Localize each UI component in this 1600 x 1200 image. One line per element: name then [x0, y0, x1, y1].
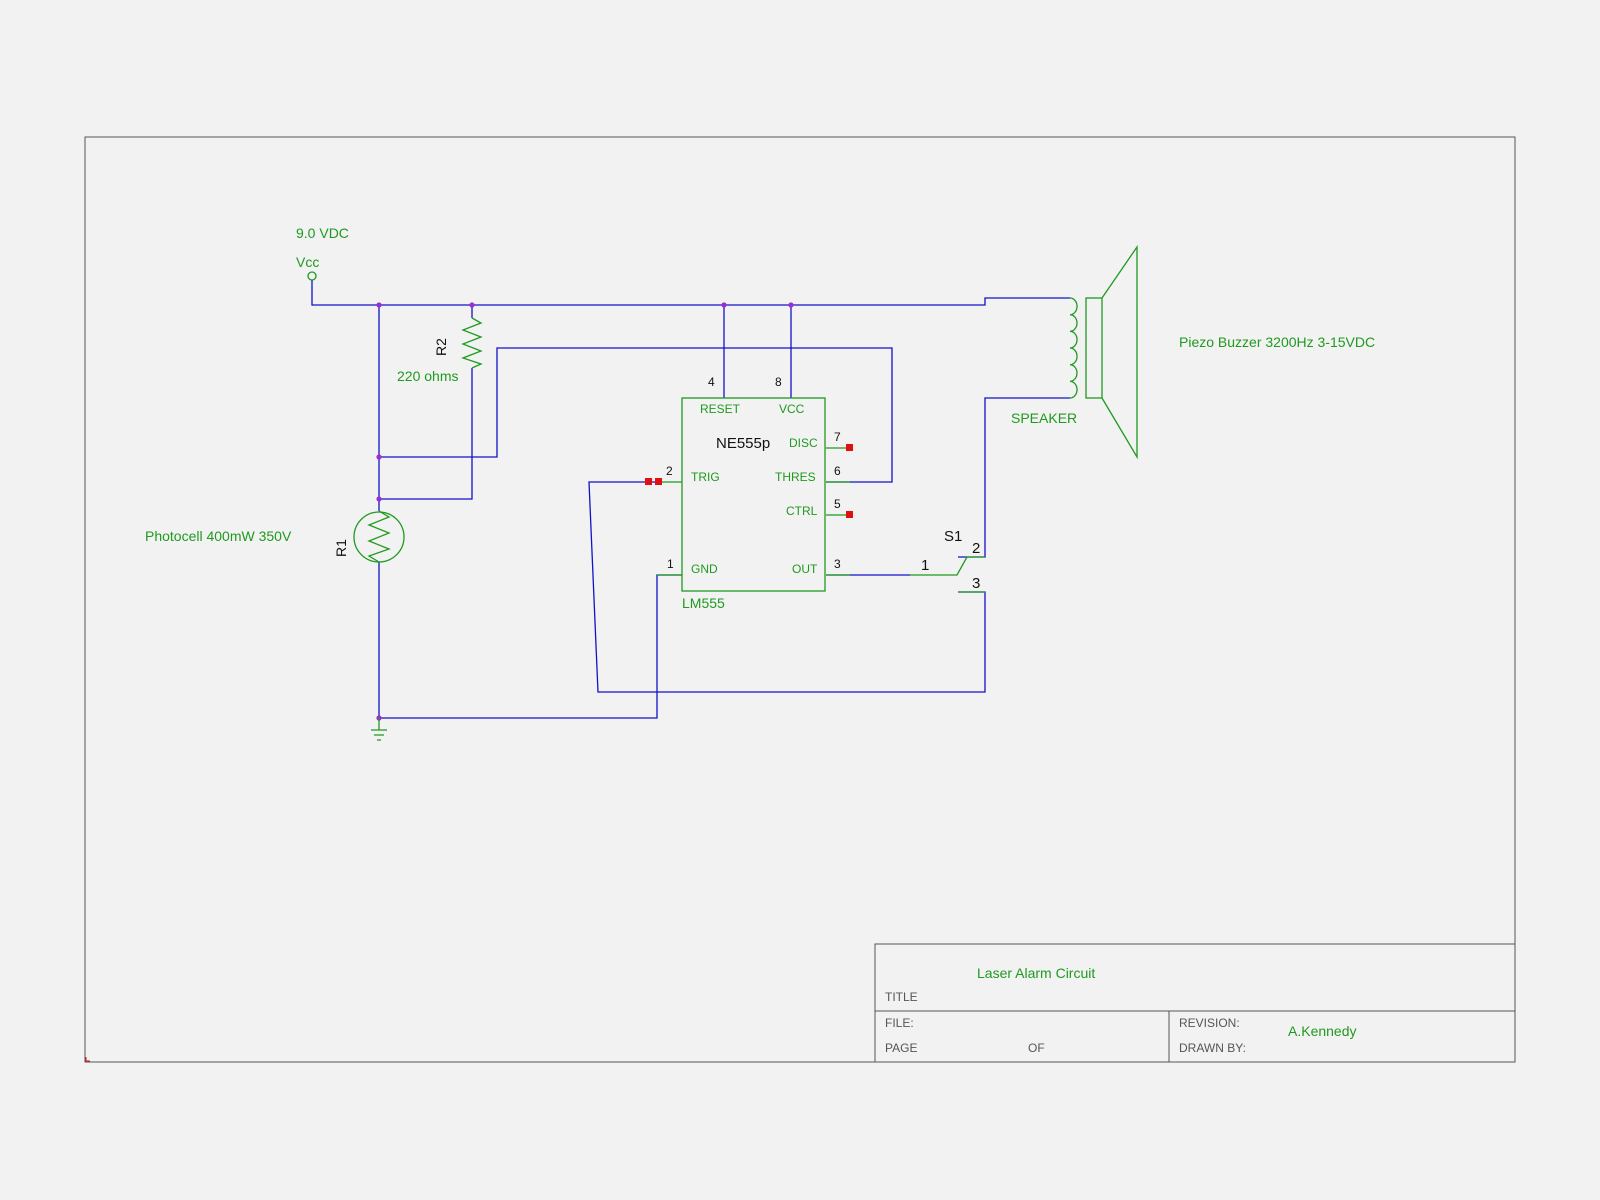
ground-symbol-icon: [371, 718, 387, 741]
drawn-by-label: DRAWN BY:: [1179, 1041, 1246, 1055]
file-label: FILE:: [885, 1016, 914, 1030]
switch-pin-number: 3: [972, 575, 980, 592]
pin-label: TRIG: [691, 470, 720, 484]
wire-threshold-loop: [379, 347, 893, 483]
junction-dot: [376, 454, 382, 460]
junction-dot: [788, 302, 794, 308]
pin-number: 4: [708, 375, 715, 389]
junction-dot: [376, 496, 382, 502]
unconnected-pin-marker: [846, 511, 853, 518]
speaker-coil-icon: [1069, 297, 1078, 399]
speaker-reference: SPEAKER: [1011, 410, 1077, 426]
pin-stubs: [656, 447, 850, 576]
speaker-ls1[interactable]: SPEAKER Piezo Buzzer 3200Hz 3-15VDC: [1011, 244, 1375, 460]
unconnected-pin-marker: [655, 478, 662, 485]
pin-number: 1: [667, 557, 674, 571]
pin-label: OUT: [792, 562, 818, 576]
timer-ic-u1[interactable]: NE555p LM555 4 RESET 8 VCC 7 DISC 6 THRE…: [645, 375, 853, 611]
switch-s1[interactable]: S1 1 2 3: [910, 528, 985, 593]
switch-pin-number: 2: [972, 540, 980, 557]
switch-pin-number: 1: [921, 557, 929, 574]
speaker-value: Piezo Buzzer 3200Hz 3-15VDC: [1179, 334, 1375, 350]
pin-label: GND: [691, 562, 718, 576]
wire-vcc-rail: [311, 280, 1070, 306]
pin-number: 5: [834, 497, 841, 511]
drawing-title: Laser Alarm Circuit: [977, 965, 1095, 981]
wires: [311, 280, 1070, 719]
page-label: PAGE: [885, 1041, 917, 1055]
junctions: [376, 302, 794, 721]
pin-label: RESET: [700, 402, 741, 416]
vcc-terminal-icon: [307, 271, 317, 281]
r1-value: Photocell 400mW 350V: [145, 528, 292, 544]
speaker-cone-icon: [1101, 244, 1138, 460]
junction-dot: [376, 302, 382, 308]
origin-mark: [85, 1057, 90, 1062]
supply-voltage-label: 9.0 VDC: [296, 225, 349, 241]
revision-label: REVISION:: [1179, 1016, 1240, 1030]
ic-body: [681, 397, 826, 592]
ic-part-label: LM555: [682, 595, 725, 611]
title-block-grid: [874, 943, 1515, 1062]
unconnected-pin-marker: [645, 478, 652, 485]
wire-r2-bottom: [379, 368, 473, 500]
pin-number: 3: [834, 557, 841, 571]
pin-number: 8: [775, 375, 782, 389]
photocell-r1[interactable]: R1 Photocell 400mW 350V: [145, 510, 405, 563]
r1-reference: R1: [333, 539, 349, 557]
vcc-supply[interactable]: Vcc 9.0 VDC: [296, 225, 349, 281]
pin-number: 6: [834, 464, 841, 478]
pin-label: THRES: [775, 470, 816, 484]
photocell-zigzag-icon: [367, 510, 391, 563]
pin-label: VCC: [779, 402, 805, 416]
pin-number: 7: [834, 430, 841, 444]
unconnected-pin-marker: [846, 444, 853, 451]
r2-value: 220 ohms: [397, 368, 458, 384]
speaker-magnet-icon: [1085, 297, 1103, 399]
r2-reference: R2: [433, 338, 449, 356]
junction-dot: [721, 302, 727, 308]
ic-name: NE555p: [716, 435, 770, 452]
drawn-by-value: A.Kennedy: [1288, 1023, 1357, 1039]
title-block: TITLE Laser Alarm Circuit FILE: PAGE OF …: [874, 943, 1515, 1062]
junction-dot: [469, 302, 475, 308]
title-label: TITLE: [885, 990, 918, 1004]
of-label: OF: [1028, 1041, 1045, 1055]
pin-number: 2: [666, 464, 673, 478]
resistor-zigzag-icon: [461, 317, 483, 369]
pin-label: CTRL: [786, 504, 818, 518]
pin-label: DISC: [789, 436, 818, 450]
vcc-net-label: Vcc: [296, 254, 319, 270]
resistor-r2[interactable]: R2 220 ohms: [397, 317, 483, 384]
switch-contacts-icon: [910, 556, 985, 593]
sheet-border: [84, 136, 1516, 1063]
switch-reference: S1: [944, 528, 962, 545]
wire-ground-to-gnd: [379, 574, 682, 719]
